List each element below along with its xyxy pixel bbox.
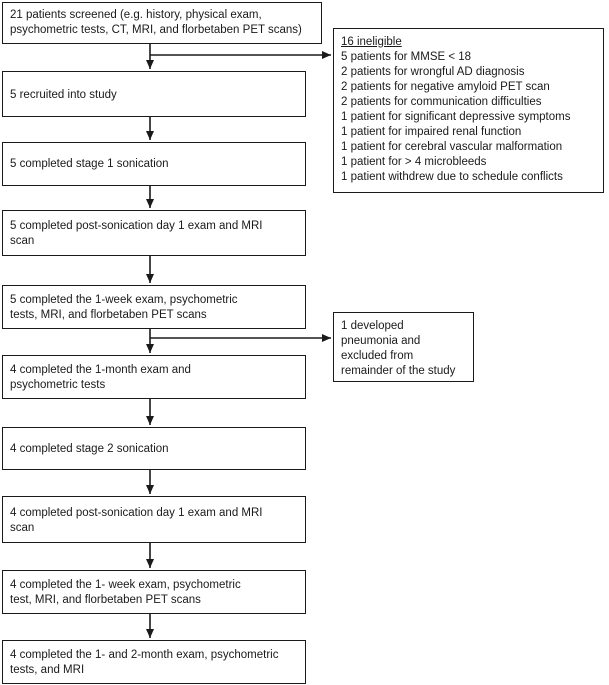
step-1-week-exam: 5 completed the 1-week exam, psychometri… bbox=[2, 285, 306, 329]
step-post-sonication-day1: 5 completed post-sonication day 1 exam a… bbox=[2, 210, 306, 256]
ineligible-box: 16 ineligible 5 patients for MMSE < 18 2… bbox=[333, 28, 604, 193]
ineligible-reason: 2 patients for wrongful AD diagnosis bbox=[341, 66, 525, 78]
ineligible-reason: 1 patient withdrew due to schedule confl… bbox=[341, 171, 563, 183]
ineligible-reason: 2 patients for negative amyloid PET scan bbox=[341, 81, 550, 93]
ineligible-reason: 5 patients for MMSE < 18 bbox=[341, 51, 472, 63]
exclusion-note: 1 developed pneumonia and excluded from … bbox=[333, 312, 474, 382]
step-1-week-exam-stage2: 4 completed the 1- week exam, psychometr… bbox=[2, 570, 306, 614]
step-1-month-exam: 4 completed the 1-month exam and psychom… bbox=[2, 355, 306, 399]
step-1-2-month-exam: 4 completed the 1- and 2-month exam, psy… bbox=[2, 640, 306, 684]
ineligible-reason: 2 patients for communication difficultie… bbox=[341, 96, 542, 108]
ineligible-reason: 1 patient for > 4 microbleeds bbox=[341, 156, 487, 168]
step-stage1-sonication: 5 completed stage 1 sonication bbox=[2, 142, 306, 186]
step-stage2-sonication: 4 completed stage 2 sonication bbox=[2, 427, 306, 470]
ineligible-reason: 1 patient for impaired renal function bbox=[341, 126, 522, 138]
step-recruited: 5 recruited into study bbox=[2, 71, 306, 117]
ineligible-reason: 1 patient for significant depressive sym… bbox=[341, 111, 571, 123]
ineligible-heading: 16 ineligible bbox=[341, 36, 402, 48]
step-post-sonication-day1-stage2: 4 completed post-sonication day 1 exam a… bbox=[2, 496, 306, 543]
step-screened: 21 patients screened (e.g. history, phys… bbox=[2, 2, 322, 44]
ineligible-reason: 1 patient for cerebral vascular malforma… bbox=[341, 141, 563, 153]
